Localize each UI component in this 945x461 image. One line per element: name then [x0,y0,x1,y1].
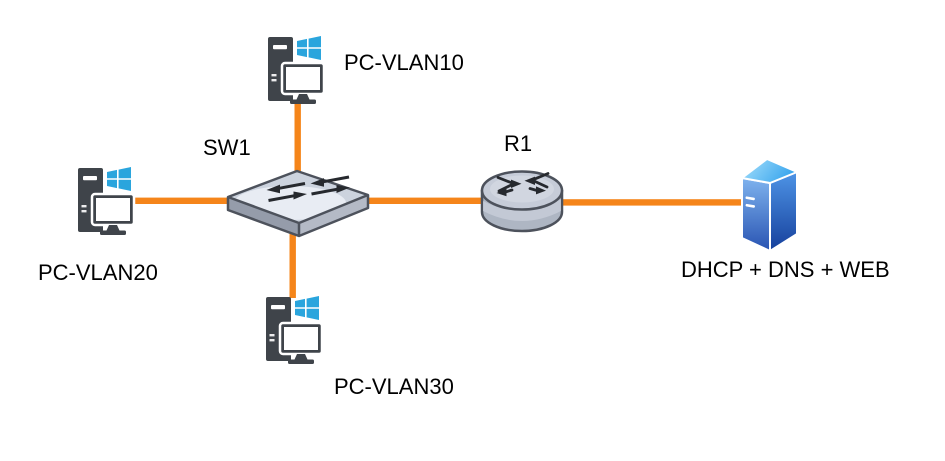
server-face-right [769,171,798,252]
pc-vlan10-icon [266,34,326,106]
server-drive-slot [745,203,755,208]
switch-side-left [228,197,299,236]
link-r1-server [522,199,748,206]
pc-vlan20-icon [76,165,136,237]
router-body-highlight [483,199,561,221]
server-face-top [741,158,798,184]
switch-side-right [299,195,368,236]
sw1-switch-icon [226,169,370,238]
node-label-pc-vlan20: PC-VLAN20 [38,260,158,285]
pc-vlan30-icon [264,294,324,366]
server-icon [741,158,798,252]
node-label-r1: R1 [504,131,533,156]
link-pc-vlan20-sw1 [131,197,250,204]
node-label-pc-vlan10: PC-VLAN10 [344,50,464,75]
link-sw1-pc-vlan30 [289,224,296,298]
router-arrows-icon [496,172,550,197]
link-sw1-r1 [350,197,522,204]
node-label-sw1: SW1 [203,135,251,160]
switch-arrows-icon [266,175,350,202]
node-label-pc-vlan30: PC-VLAN30 [334,374,454,399]
link-pc-vlan10-sw1 [294,102,301,185]
r1-router-icon [480,170,564,233]
server-face-left [741,177,771,252]
node-label-server: DHCP + DNS + WEB [681,257,890,282]
topology-links [131,102,748,298]
server-drive-slot [745,196,755,201]
